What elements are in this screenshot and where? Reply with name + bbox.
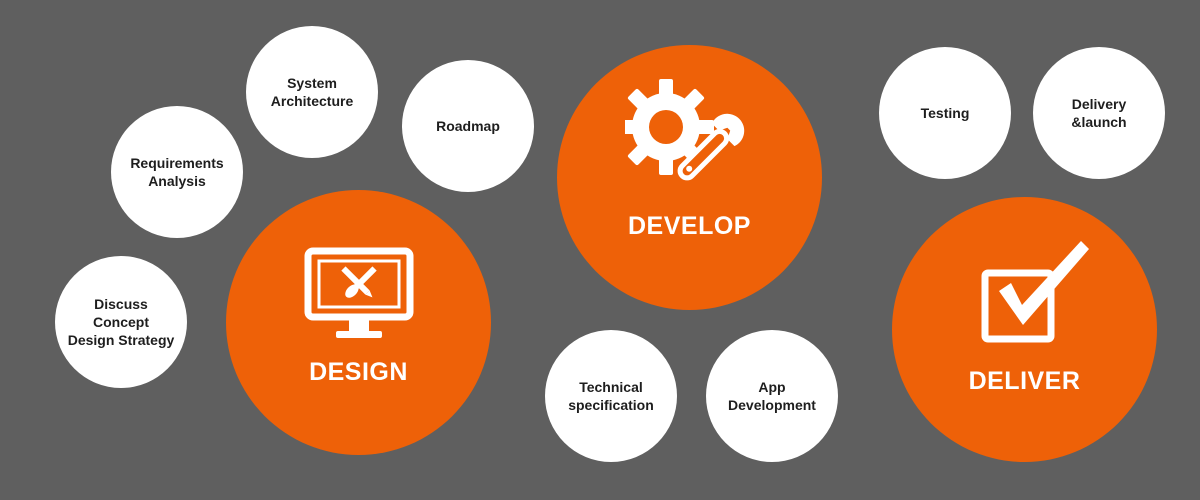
step-technical-spec-label: Technical specification	[568, 379, 654, 413]
stage-design: DESIGN	[226, 190, 491, 455]
step-system-architecture: System Architecture	[246, 26, 378, 158]
step-requirements-analysis: Requirements Analysis	[111, 106, 243, 238]
stage-develop: DEVELOP	[557, 45, 822, 310]
step-requirements-label: Requirements Analysis	[130, 155, 224, 189]
step-app-development: App Development	[706, 330, 838, 462]
step-discuss-concept: Discuss Concept Design Strategy	[55, 256, 187, 388]
step-testing-label: Testing	[920, 105, 970, 121]
stage-design-label: DESIGN	[309, 358, 408, 386]
step-discuss-concept-label: Discuss Concept Design Strategy	[67, 296, 175, 348]
step-testing: Testing	[879, 47, 1011, 179]
step-roadmap: Roadmap	[402, 60, 534, 192]
step-roadmap-label: Roadmap	[436, 118, 500, 134]
stage-develop-label: DEVELOP	[628, 212, 751, 240]
step-delivery-launch-label: Delivery &launch	[1071, 96, 1127, 130]
step-technical-specification: Technical specification	[545, 330, 677, 462]
gear-wrench-icon	[625, 79, 745, 181]
step-app-development-label: App Development	[728, 379, 816, 413]
stage-deliver: DELIVER	[892, 197, 1157, 462]
step-system-architecture-label: System Architecture	[270, 75, 354, 109]
monitor-pen-brush-icon	[304, 247, 414, 338]
checkbox-check-icon	[981, 241, 1089, 343]
step-delivery-launch: Delivery &launch	[1033, 47, 1165, 179]
stage-deliver-label: DELIVER	[968, 367, 1081, 395]
